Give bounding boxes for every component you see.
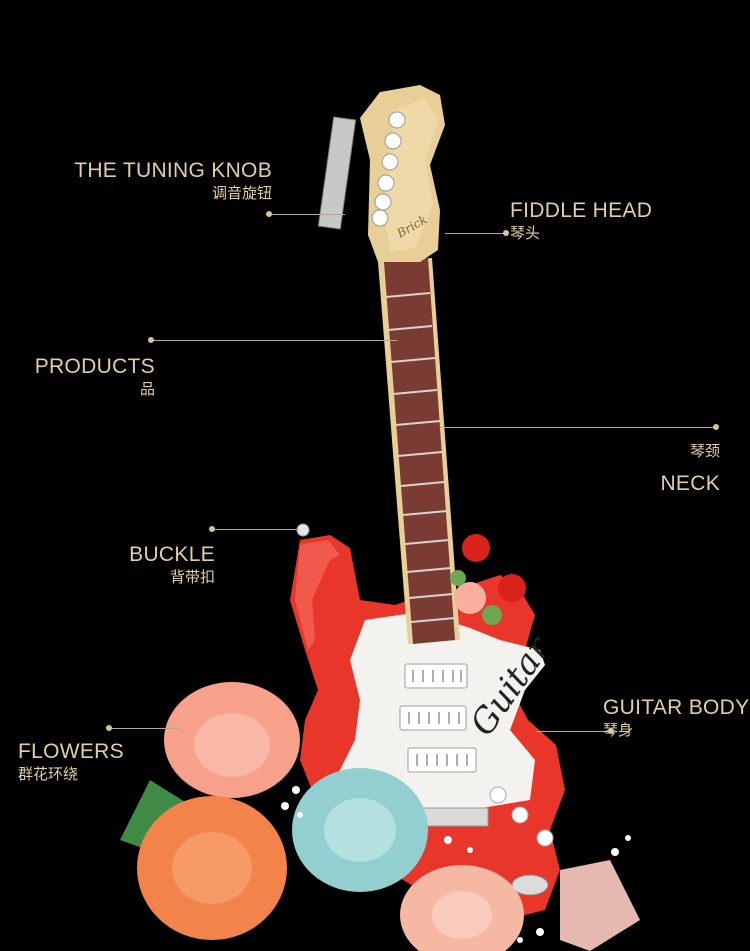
leader-products [152,340,397,341]
leader-neck [440,427,716,428]
label-fiddle-head: FIDDLE HEAD 琴头 [510,200,652,241]
pickup-middle [399,705,467,731]
dot-buckle [209,526,215,532]
label-fiddle-head-cn: 琴头 [510,225,541,242]
dot-tuning-knob [266,211,272,217]
dot-products [148,337,154,343]
control-knobs [489,786,554,847]
pickup-neck [404,663,468,689]
label-guitar-body: GUITAR BODY 琴身 [603,697,749,738]
fretboard [384,258,455,644]
label-flowers: FLOWERS 群花环绕 [18,741,124,782]
label-buckle-en: BUCKLE [129,543,215,566]
label-neck-en: NECK [660,472,720,495]
label-products-en: PRODUCTS [34,355,155,378]
dot-neck [713,424,719,430]
label-flowers-en: FLOWERS [18,740,124,763]
label-guitar-body-cn: 琴身 [603,722,634,739]
body-roses [450,534,526,625]
dot-guitar-body [608,728,614,734]
leader-buckle [213,529,299,530]
dot-fiddle-head [503,230,509,236]
label-fiddle-head-en: FIDDLE HEAD [510,199,653,222]
label-tuning-knob-en: THE TUNING KNOB [74,159,272,182]
label-flowers-cn: 群花环绕 [18,766,79,783]
label-neck: 琴颈 NECK [600,444,720,494]
frets [385,292,456,623]
leader-guitar-body [536,731,611,732]
leader-fiddle-head [445,233,505,234]
label-neck-cn: 琴颈 [689,443,720,460]
dot-flowers [106,725,112,731]
label-guitar-body-en: GUITAR BODY [603,696,750,719]
tuning-pegs [317,111,406,230]
label-products-cn: 品 [139,381,155,398]
leader-tuning-knob [270,214,345,215]
label-products: PRODUCTS 品 [30,356,155,397]
bridge [417,807,489,827]
guitar-body-highlight [295,540,340,650]
pickup-bridge [407,747,477,773]
pickup-poles [408,670,468,766]
label-buckle-cn: 背带扣 [169,569,215,586]
leader-flowers [110,728,180,729]
strap-buckle [296,523,310,537]
label-buckle: BUCKLE 背带扣 [100,544,215,585]
label-tuning-knob: THE TUNING KNOB 调音旋钮 [70,160,272,201]
label-tuning-knob-cn: 调音旋钮 [211,185,272,202]
bouquet [120,682,640,951]
output-jack [511,874,549,896]
